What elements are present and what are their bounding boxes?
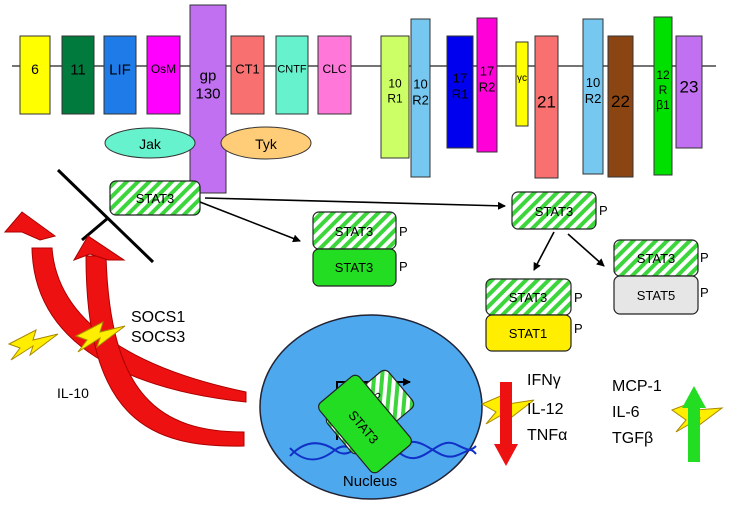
- receptor-label-13: 21: [537, 93, 556, 112]
- tyk-label: Tyk: [255, 136, 278, 152]
- down-cytokine-2: IL-12: [527, 401, 564, 418]
- up-cytokine-3: TGFβ: [612, 430, 653, 447]
- receptor-label-3: OsM: [151, 62, 176, 76]
- stat5-label: STAT5: [637, 288, 676, 303]
- receptor-10: [446, 35, 474, 149]
- nucleus-label: Nucleus: [343, 473, 397, 490]
- stat3-hetero-a-label: STAT3: [509, 290, 548, 305]
- phospho-label: P: [399, 259, 408, 274]
- receptor-8: [380, 35, 410, 159]
- activation-arrow: [204, 197, 506, 210]
- phospho-label: P: [700, 250, 709, 265]
- stat1-label: STAT1: [509, 326, 548, 341]
- up-cytokine-2: IL-6: [612, 404, 640, 421]
- down-arrow-icon: [494, 382, 518, 466]
- receptor-13: [534, 35, 559, 179]
- receptor-6: [275, 35, 309, 115]
- receptor-0: [19, 35, 51, 115]
- nuclear-stat3-dimer: P STAT3: [318, 369, 415, 474]
- receptor-7: [317, 35, 352, 115]
- phospho-label: P: [700, 285, 709, 300]
- socs3-label: SOCS3: [131, 329, 185, 346]
- stat3-phosphorylated: [511, 191, 597, 230]
- receptor-label-17: 23: [680, 78, 699, 97]
- socs-inhibition-stem: [81, 216, 109, 242]
- up-cytokine-1: MCP-1: [612, 378, 662, 395]
- stat3-dimer-top-label: STAT3: [335, 224, 374, 239]
- activation-arrow: [567, 233, 605, 267]
- up-arrow-icon: [682, 386, 706, 462]
- receptor-label-6: CNTF: [277, 64, 307, 76]
- receptor-label-12: γc: [517, 73, 527, 84]
- socs-feedback-arrows: [3, 211, 247, 447]
- receptor-1: [61, 35, 95, 115]
- tyk-kinase: [220, 126, 312, 160]
- il10-label: IL-10: [57, 385, 89, 401]
- receptor-14: [582, 18, 604, 175]
- receptor-16: [653, 16, 673, 176]
- socs1-label: SOCS1: [131, 309, 185, 326]
- receptor-4: [189, 4, 227, 194]
- stat3-dimer-bottom-label: STAT3: [335, 260, 374, 275]
- lightning-bolt-icon: [7, 329, 59, 361]
- receptor-3: [146, 35, 181, 115]
- socs-inhibition-bar: [56, 168, 155, 264]
- receptor-label-7: CLC: [322, 62, 346, 76]
- jak-kinase: [104, 127, 196, 159]
- receptor-label-2: LIF: [109, 62, 131, 79]
- stat5-box: [613, 275, 699, 315]
- receptor-11: [476, 17, 498, 153]
- activation-arrow: [533, 231, 555, 271]
- stat3-label: STAT3: [136, 191, 175, 206]
- activation-arrow: [199, 201, 301, 243]
- receptor-label-1: 11: [70, 62, 86, 79]
- receptor-12: [515, 41, 529, 127]
- jak-label: Jak: [139, 136, 162, 152]
- receptor-5: [230, 35, 265, 115]
- stat3-dimer-bottom: [312, 248, 397, 287]
- phospho-label: P: [599, 203, 608, 218]
- stat3-p-label: STAT3: [535, 204, 574, 219]
- down-cytokine-1: IFNγ: [527, 372, 561, 389]
- stat1-box: [485, 314, 572, 352]
- stat3-hetero-b-label: STAT3: [637, 251, 676, 266]
- receptor-label-15: 22: [611, 92, 630, 111]
- down-cytokine-3: TNFα: [527, 427, 567, 444]
- lightning-bolt-icon: [74, 321, 126, 353]
- receptor-9: [410, 18, 431, 178]
- phospho-label: P: [399, 224, 408, 239]
- receptor-2: [103, 35, 137, 115]
- receptor-label-5: CT1: [235, 62, 260, 77]
- receptor-17: [675, 35, 703, 149]
- receptor-label-0: 6: [31, 61, 39, 77]
- receptor-15: [607, 35, 634, 178]
- stat3-unphosphorylated: [109, 180, 201, 216]
- phospho-label: P: [574, 290, 583, 305]
- phospho-label: P: [574, 321, 583, 336]
